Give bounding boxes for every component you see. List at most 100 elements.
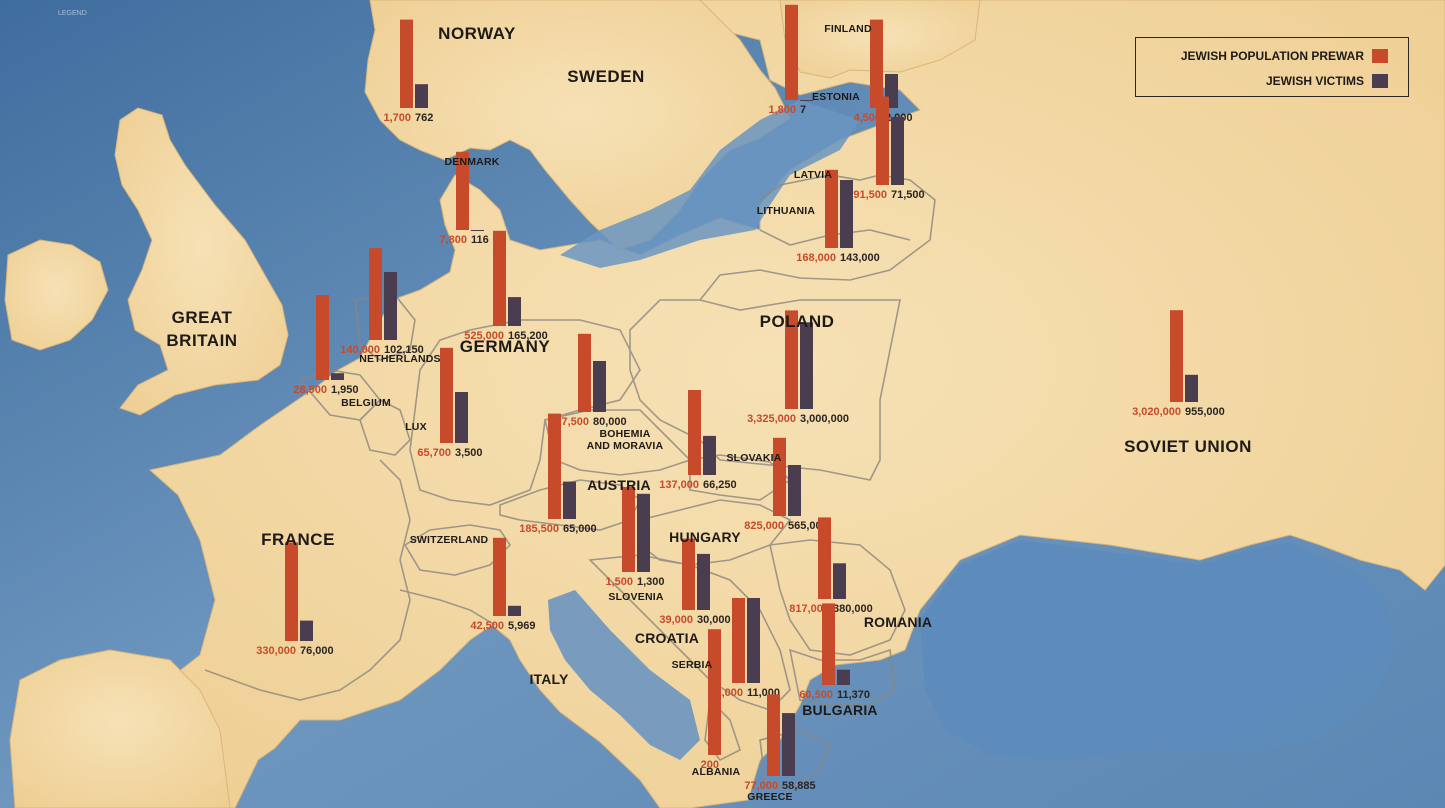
legend-row-prewar: JEWISH POPULATION PREWAR — [1181, 49, 1388, 63]
value-victims-norway: 762 — [415, 112, 433, 124]
bar-group-lux: 65,700 3,500 — [417, 347, 483, 459]
bar-layer: 1,7007621,80074,5002,0007,80011691,50071… — [256, 4, 1225, 792]
bar-prewar-italy — [493, 537, 506, 616]
bar-victims-serbia — [747, 598, 760, 683]
legend-label-victims: JEWISH VICTIMS — [1265, 74, 1364, 88]
value-victims-hungary: 1,300 — [637, 576, 665, 588]
country-label-greece: GREECE — [747, 791, 793, 803]
value-victims-soviet-union: 955,000 — [1185, 406, 1225, 418]
country-label-lux: LUX — [405, 421, 427, 433]
value-victims-belgium: 1,950 — [331, 384, 359, 396]
value-victims-austria: 65,000 — [563, 523, 597, 535]
value-victims-bulgaria: 11,370 — [837, 689, 870, 701]
bar-victims-austria — [563, 481, 576, 519]
country-label-hungary: HUNGARY — [669, 529, 741, 545]
bar-victims-finland — [800, 100, 813, 101]
value-victims-lux: 3,500 — [455, 447, 483, 459]
country-label-albania: ALBANIA — [692, 766, 741, 778]
value-victims-lithuania: 143,000 — [840, 252, 880, 264]
value-victims-latvia: 71,500 — [891, 189, 925, 201]
country-label-lithuania: LITHUANIA — [757, 205, 816, 217]
value-victims-greece: 58,885 — [782, 780, 816, 792]
bar-prewar-hungary-slovakia — [773, 437, 786, 516]
country-label-denmark: DENMARK — [444, 156, 499, 168]
value-prewar-soviet-union: 3,020,000 — [1132, 406, 1181, 418]
value-prewar-finland: 1,800 — [768, 104, 796, 116]
legend-swatch-victims — [1372, 74, 1388, 88]
value-victims-romania: 380,000 — [833, 603, 873, 615]
bar-prewar-bulgaria — [822, 603, 835, 685]
country-label-britain: BRITAIN — [166, 331, 237, 350]
baltic-sea — [560, 100, 860, 268]
value-prewar-estonia: 4,500 — [853, 112, 881, 124]
adriatic-sea — [548, 590, 700, 760]
value-prewar-italy: 42,500 — [470, 620, 504, 632]
bar-victims-romania — [833, 563, 846, 599]
bar-prewar-belgium — [316, 295, 329, 380]
bar-prewar-slovakia — [688, 390, 701, 475]
bar-prewar-estonia — [870, 19, 883, 109]
country-label-norway: NORWAY — [438, 24, 516, 43]
value-prewar-lithuania: 168,000 — [796, 252, 836, 264]
bar-victims-italy — [508, 605, 521, 616]
bar-victims-belgium — [331, 373, 344, 380]
land-ireland — [4, 239, 109, 351]
bar-victims-greece — [782, 713, 795, 776]
value-victims-finland: 7 — [800, 104, 806, 116]
land-britain — [114, 107, 289, 416]
country-label-italy: ITALY — [529, 671, 569, 687]
bar-prewar-germany — [493, 230, 506, 326]
bar-prewar-finland — [785, 4, 798, 100]
land-scandinavia — [364, 0, 791, 251]
country-label-bulgaria: BULGARIA — [802, 702, 877, 718]
value-prewar-latvia: 91,500 — [853, 189, 887, 201]
bar-victims-latvia — [891, 117, 904, 185]
value-prewar-slovenia: 39,000 — [659, 614, 693, 626]
bar-victims-lithuania — [840, 180, 853, 248]
bar-group-romania: 817,000 380,000 — [789, 517, 873, 615]
bar-group-belgium: 28,900 1,950 — [293, 295, 359, 396]
value-prewar-hungary: 1,500 — [605, 576, 633, 588]
bar-victims-hungary-slovakia — [788, 465, 801, 516]
bar-prewar-netherlands — [369, 248, 382, 340]
bar-prewar-romania — [818, 517, 831, 599]
value-prewar-hungary-slovakia: 825,000 — [744, 520, 784, 532]
bar-victims-hungary — [637, 493, 650, 572]
country-label-austria: AUSTRIA — [587, 477, 651, 493]
country-label-slovenia: SLOVENIA — [608, 591, 663, 603]
value-victims-netherlands: 102,150 — [384, 344, 424, 356]
country-label-croatia: CROATIA — [635, 630, 699, 646]
country-label-bohemia: BOHEMIA — [600, 428, 651, 440]
bar-prewar-denmark — [456, 151, 469, 230]
legend-label-prewar: JEWISH POPULATION PREWAR — [1180, 49, 1364, 63]
value-prewar-belgium: 28,900 — [293, 384, 327, 396]
black-sea — [920, 540, 1395, 760]
bar-group-soviet-union: 3,020,000 955,000 — [1132, 310, 1225, 418]
bar-group-latvia: 91,500 71,500 — [853, 96, 925, 201]
bar-prewar-lux — [440, 347, 453, 443]
value-prewar-romania: 817,000 — [789, 603, 829, 615]
value-victims-bohemia-moravia: 80,000 — [593, 416, 627, 428]
country-label-france: FRANCE — [261, 530, 335, 549]
value-victims-denmark: 116 — [471, 234, 489, 246]
value-victims-france: 76,000 — [300, 645, 334, 657]
bar-victims-netherlands — [384, 272, 397, 340]
bar-prewar-france — [285, 542, 298, 641]
bar-victims-denmark — [471, 230, 484, 231]
country-label-poland: POLAND — [760, 312, 835, 331]
value-prewar-lux: 65,700 — [417, 447, 451, 459]
credit-text: LEGEND — [58, 10, 87, 17]
country-label-belgium: BELGIUM — [341, 397, 391, 409]
bar-victims-germany — [508, 297, 521, 326]
bar-prewar-norway — [400, 19, 413, 109]
